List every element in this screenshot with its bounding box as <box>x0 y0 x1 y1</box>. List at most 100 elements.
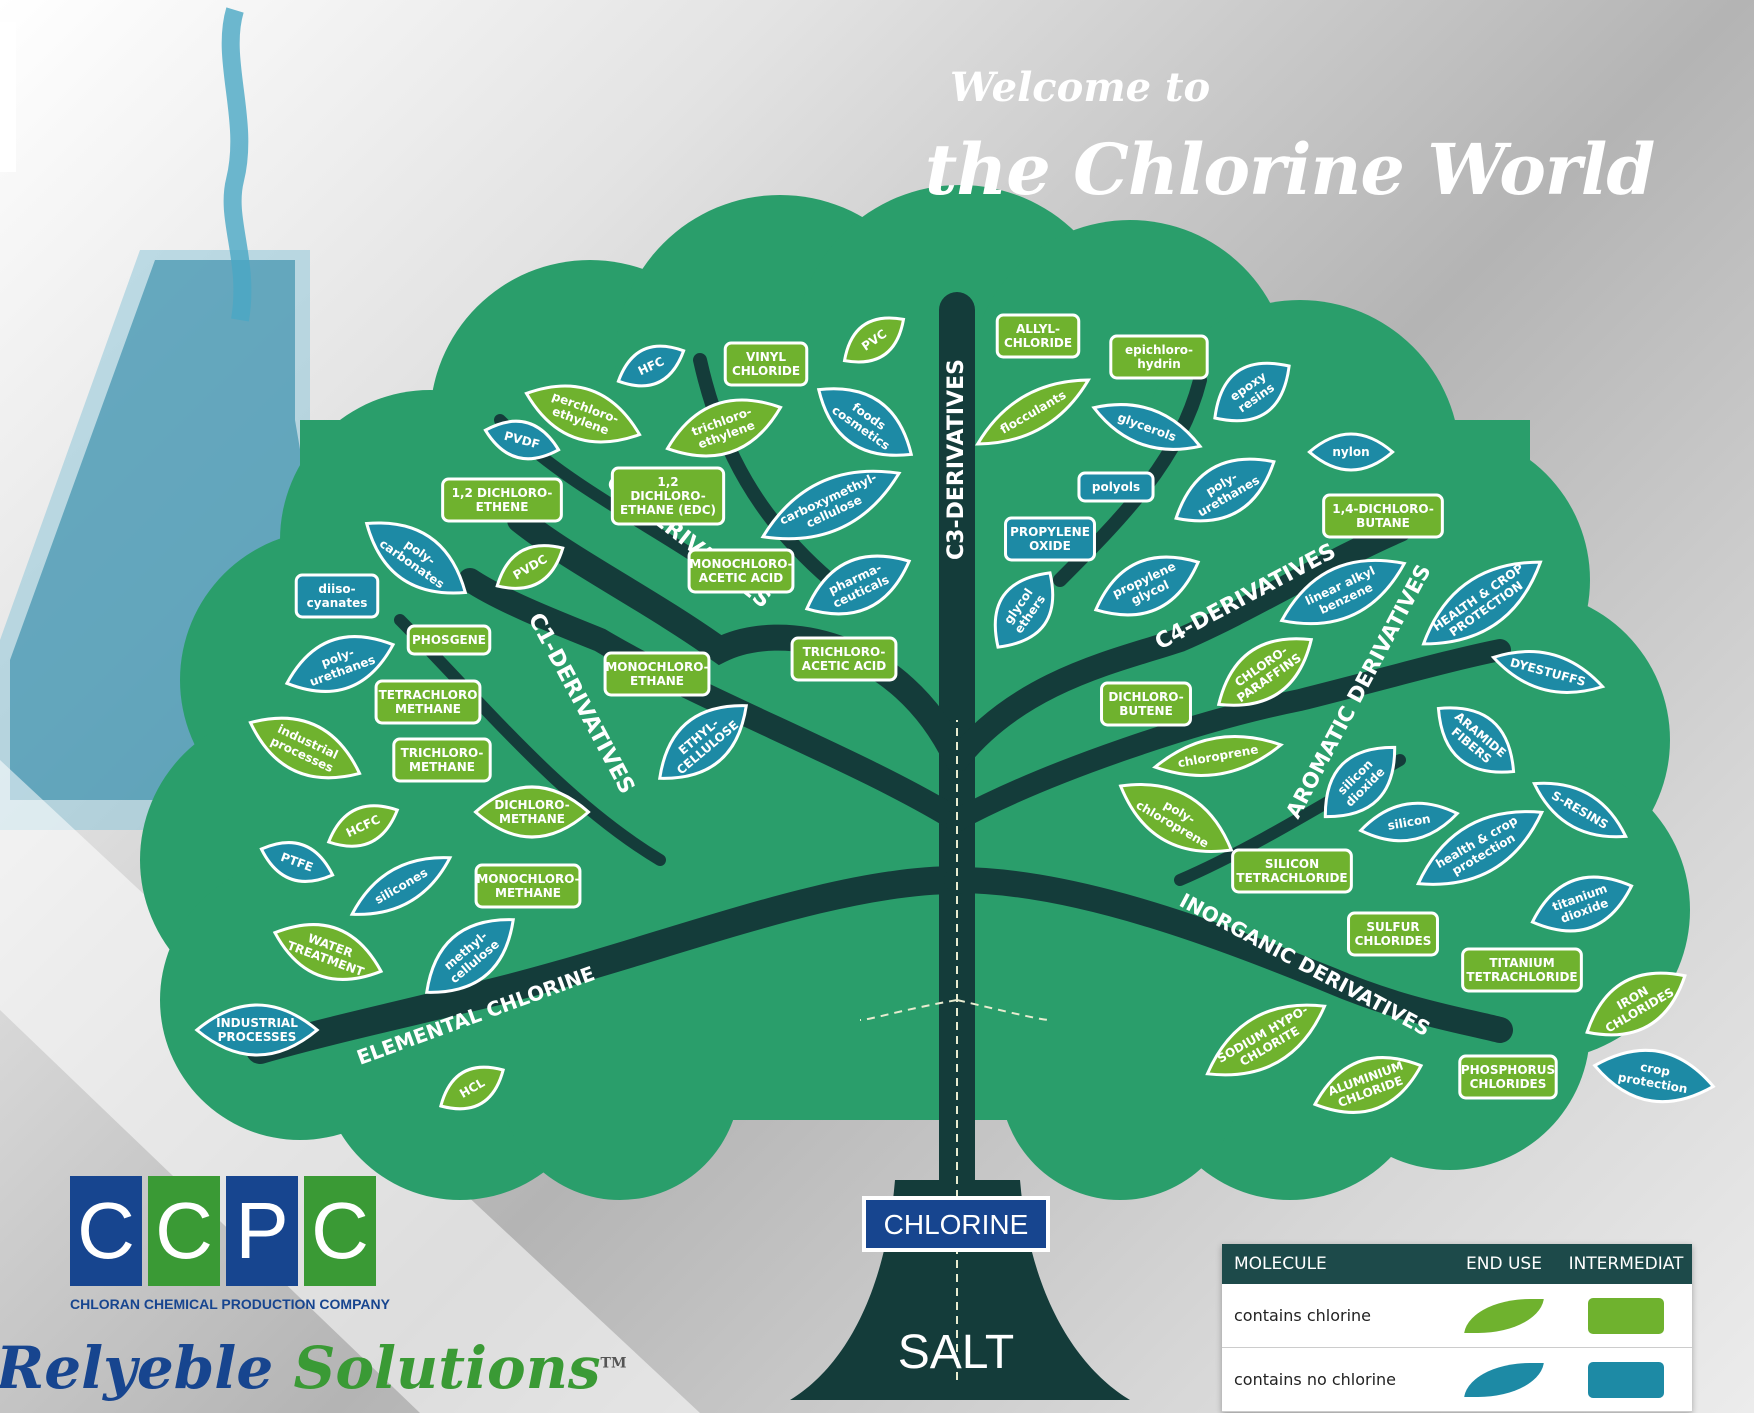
node-label: DICHLORO- <box>1108 690 1183 704</box>
node-label: diiso- <box>318 582 355 596</box>
intermediate-box-icon <box>1458 1054 1558 1100</box>
node-label: TRICHLORO- <box>401 746 484 760</box>
node-14-dichlorobutane: 1,4-DICHLORO-BUTANE <box>1322 493 1444 539</box>
end-use-leaf-icon <box>842 316 906 364</box>
node-label: METHANE <box>495 886 561 900</box>
node-trichloroethylene: trichloro-ethylene <box>665 398 783 458</box>
end-use-leaf-icon <box>816 387 914 457</box>
node-nylon: nylon <box>1307 432 1395 472</box>
node-ptfe: PTFE <box>259 841 335 883</box>
node-label: 1,2 <box>657 475 678 489</box>
c3-label: C3-DERIVATIVES <box>944 359 969 560</box>
node-label: MONOCHLORO- <box>605 660 708 674</box>
node-label: METHANE <box>499 812 565 826</box>
end-use-leaf-icon <box>524 384 642 444</box>
end-use-leaf-icon <box>1415 810 1545 886</box>
node-label: 1,2 DICHLORO- <box>452 486 553 500</box>
node-label: INDUSTRIAL <box>216 1016 298 1030</box>
salt-label: SALT <box>898 1326 1014 1379</box>
intermediate-box-icon <box>790 636 898 682</box>
end-use-leaf-icon <box>483 419 561 461</box>
end-use-leaf-icon <box>1436 706 1516 774</box>
node-label: SILICON <box>1265 857 1319 871</box>
tagline-part-1: Relyeble <box>0 1334 274 1402</box>
legend-label-no-chlorine: contains no chlorine <box>1234 1370 1397 1389</box>
end-use-leaf-icon <box>284 635 396 693</box>
node-label: 1,4-DICHLORO- <box>1332 502 1434 516</box>
legend-header-end-use: END USE <box>1466 1254 1542 1274</box>
end-use-leaf-icon <box>1093 555 1201 617</box>
node-label: PROCESSES <box>218 1030 297 1044</box>
node-phosgene: PHOSGENE <box>406 624 492 656</box>
intermediate-box-icon <box>441 477 563 523</box>
node-label: CHLORIDE <box>1004 336 1072 350</box>
node-label: TETRACHLORIDE <box>1236 871 1347 885</box>
blue-leaf-icon <box>1461 1359 1547 1400</box>
node-allyl-chloride: ALLYL-CHLORIDE <box>995 313 1081 359</box>
node-label: DICHLORO- <box>494 798 569 812</box>
green-box-icon <box>1585 1294 1667 1337</box>
node-pvc: PVC <box>842 316 906 364</box>
end-use-leaf-icon <box>364 521 468 595</box>
node-ethylcellulose: ETHYL-CELLULOSE <box>657 704 749 780</box>
end-use-leaf-icon <box>495 544 565 590</box>
flow-arrow-left <box>859 999 958 1021</box>
node-polyurethanes-c1: poly-urethanes <box>284 635 396 693</box>
intermediate-box-icon <box>610 466 726 526</box>
end-use-leaf-icon <box>326 804 400 848</box>
node-label: ACETIC ACID <box>802 659 886 673</box>
end-use-leaf-icon <box>657 704 749 780</box>
end-use-leaf-icon <box>1323 745 1397 819</box>
end-use-leaf-icon <box>1174 457 1276 523</box>
node-dichloromethane: DICHLORO-METHANE <box>473 785 591 839</box>
legend-header: MOLECULE END USE INTERMEDIAT <box>1222 1244 1692 1284</box>
node-label: hydrin <box>1137 357 1181 371</box>
logo-letter-2: C <box>148 1176 220 1286</box>
node-hfc: HFC <box>616 344 686 388</box>
intermediate-box-icon <box>1109 334 1209 380</box>
node-label: PHOSGENE <box>412 633 486 647</box>
end-use-leaf-icon <box>1118 783 1234 853</box>
end-use-leaf-icon <box>616 344 686 388</box>
node-label: DICHLORO- <box>630 489 705 503</box>
node-polyols: polyols <box>1077 471 1155 503</box>
intermediate-box-icon <box>1100 681 1192 727</box>
end-use-leaf-icon <box>424 918 516 994</box>
end-use-leaf-icon <box>1205 1003 1327 1077</box>
end-use-leaf-icon <box>438 1065 506 1111</box>
node-diisocyanates: diiso-cyanates <box>294 573 380 619</box>
end-use-leaf-icon <box>804 554 912 616</box>
node-monochloroethane: MONOCHLORO-ETHANE <box>603 651 711 697</box>
node-label: METHANE <box>409 760 475 774</box>
node-label: METHANE <box>395 702 461 716</box>
chlorine-box: CHLORINE <box>862 1196 1050 1252</box>
node-label: cyanates <box>307 596 368 610</box>
legend-header-intermediate: INTERMEDIAT <box>1568 1254 1684 1274</box>
node-pvdf: PVDF <box>483 419 561 461</box>
blue-box-icon <box>1585 1358 1667 1401</box>
end-use-leaf-icon <box>1307 432 1395 472</box>
node-label: CHLORIDES <box>1470 1077 1547 1091</box>
legend-label-chlorine: contains chlorine <box>1234 1306 1371 1325</box>
intermediate-box-icon <box>1347 911 1439 957</box>
intermediate-box-icon <box>723 341 809 387</box>
legend: MOLECULE END USE INTERMEDIAT contains ch… <box>1222 1244 1692 1412</box>
intermediate-box-icon <box>294 573 380 619</box>
node-label: PROPYLENE <box>1010 525 1090 539</box>
node-label: nylon <box>1332 445 1369 459</box>
node-monochloroacetic-acid: MONOCHLORO-ACETIC ACID <box>687 548 795 594</box>
intermediate-box-icon <box>1004 516 1096 562</box>
node-label: MONOCHLORO- <box>476 872 579 886</box>
intermediate-box-icon <box>995 313 1081 359</box>
legend-header-molecule: MOLECULE <box>1234 1254 1327 1274</box>
